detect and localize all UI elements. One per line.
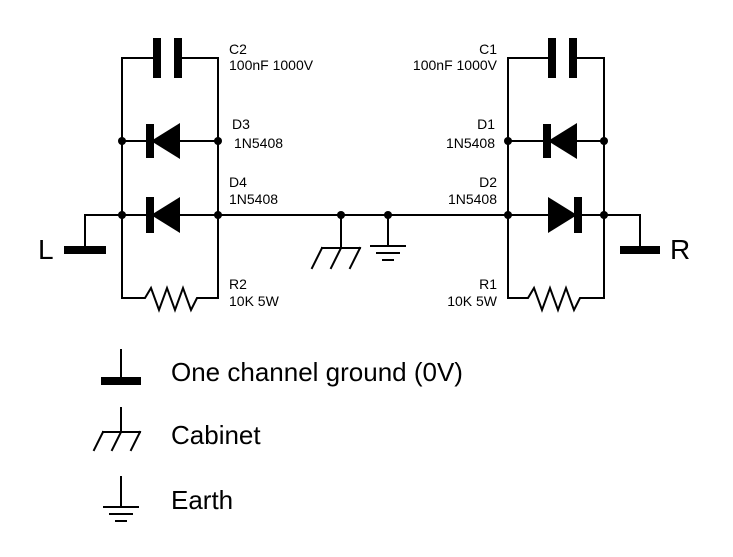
diode-d4: [121, 197, 219, 233]
resistor-r1: [507, 285, 605, 313]
right-network: [504, 38, 660, 313]
legend-earth-label: Earth: [171, 485, 233, 515]
left-network: [64, 38, 222, 313]
r2-value: 10K 5W: [229, 293, 280, 309]
legend-cabinet-icon: [92, 407, 142, 452]
r1-value: 10K 5W: [447, 293, 498, 309]
legend-one-channel-ground-label: One channel ground (0V): [171, 357, 463, 387]
legend: One channel ground (0V) Cabinet Earth: [92, 349, 463, 522]
capacitor-c1: [507, 38, 605, 78]
d3-ref: D3: [232, 116, 250, 132]
c2-value: 100nF 1000V: [229, 57, 314, 73]
capacitor-c2: [121, 38, 219, 78]
d1-ref: D1: [477, 116, 495, 132]
c2-ref: C2: [229, 41, 247, 57]
legend-earth-icon: [103, 476, 139, 522]
diode-d1: [507, 123, 605, 159]
d3-value: 1N5408: [234, 135, 283, 151]
c1-ref: C1: [479, 41, 497, 57]
r1-ref: R1: [479, 276, 497, 292]
diode-d2: [507, 197, 605, 233]
legend-one-channel-ground-icon: [101, 349, 141, 385]
d4-ref: D4: [229, 174, 247, 190]
d4-value: 1N5408: [229, 191, 278, 207]
c1-value: 100nF 1000V: [413, 57, 498, 73]
diode-d3: [121, 123, 219, 159]
center-ground-bus: [217, 211, 509, 270]
terminal-left-label: L: [38, 234, 54, 265]
resistor-r2: [121, 285, 219, 313]
d2-value: 1N5408: [448, 191, 497, 207]
terminal-right-label: R: [670, 234, 690, 265]
d2-ref: D2: [479, 174, 497, 190]
r2-ref: R2: [229, 276, 247, 292]
legend-cabinet-label: Cabinet: [171, 420, 261, 450]
d1-value: 1N5408: [446, 135, 495, 151]
earth-ground-symbol: [370, 214, 406, 261]
cabinet-ground-symbol: [310, 214, 362, 270]
